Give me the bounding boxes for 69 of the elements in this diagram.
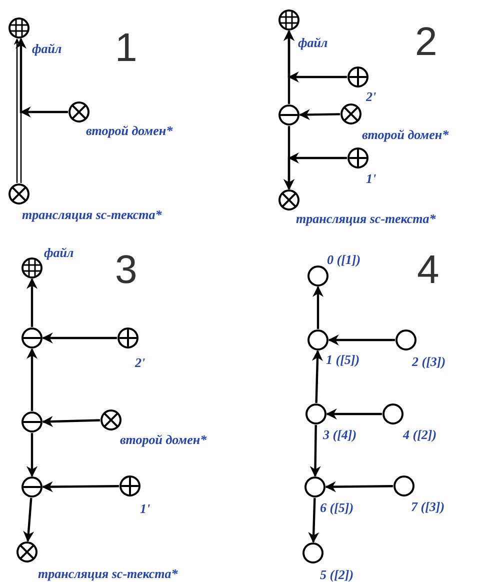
node-label: второй домен* <box>86 124 173 137</box>
grid-circle-node <box>21 257 43 279</box>
arrow <box>42 332 117 344</box>
node-label: трансляция sc-текста* <box>38 567 178 580</box>
arrow <box>16 38 68 118</box>
node-label: трансляция sc-текста* <box>296 212 436 225</box>
arrow <box>312 350 323 404</box>
panel-number: 1 <box>115 28 138 68</box>
node-label: 7 ([3]) <box>411 500 445 513</box>
arrow <box>284 152 347 190</box>
node-label: 2 ([3]) <box>412 355 446 368</box>
node-label: файл <box>44 246 74 259</box>
plus-circle-node <box>347 147 369 169</box>
arrow <box>324 481 394 492</box>
minus-circle-node <box>21 411 43 433</box>
node-label: 1' <box>366 172 376 185</box>
arrow <box>308 498 320 544</box>
arrow <box>26 433 38 478</box>
arrow <box>42 416 100 427</box>
grid-circle-node <box>278 9 300 31</box>
minus-circle-node <box>21 327 43 349</box>
arrow <box>42 481 120 492</box>
node-label: второй домен* <box>120 433 207 446</box>
circle-node <box>307 265 329 287</box>
arrow <box>310 424 321 478</box>
panel-number: 2 <box>415 22 438 62</box>
arrow <box>23 498 34 542</box>
node-label: 6 ([5]) <box>320 501 354 514</box>
cross-circle-node <box>100 409 122 431</box>
cross-circle-node <box>278 189 300 211</box>
cross-circle-node <box>68 101 90 123</box>
arrow <box>26 278 38 327</box>
circle-node <box>304 476 326 498</box>
plus-circle-node <box>347 66 369 88</box>
node-label: трансляция sc-текста* <box>22 208 162 221</box>
node-label: 5 ([2]) <box>320 568 354 581</box>
node-label: 1' <box>140 502 150 515</box>
circle-node <box>382 403 404 425</box>
cross-circle-node <box>340 103 362 125</box>
node-label: 2' <box>366 90 376 103</box>
node-label: второй домен* <box>362 128 449 141</box>
circle-node <box>393 475 415 497</box>
circle-node <box>302 542 324 564</box>
panel-number: 4 <box>417 250 440 290</box>
minus-circle-node <box>278 104 300 126</box>
node-label: 2' <box>135 356 146 369</box>
node-label: файл <box>32 42 62 55</box>
arrow <box>14 38 22 184</box>
cross-circle-node <box>16 541 38 563</box>
cross-circle-node <box>8 183 30 205</box>
arrow <box>26 348 38 411</box>
node-label: 1 ([5]) <box>326 353 360 366</box>
plus-circle-node <box>119 475 141 497</box>
grid-circle-node <box>8 17 30 39</box>
plus-circle-node <box>117 327 139 349</box>
arrow <box>312 286 324 329</box>
arrow <box>298 109 340 120</box>
node-label: 4 ([2]) <box>403 428 437 441</box>
arrow <box>326 408 382 420</box>
node-label: 0 ([1]) <box>327 253 361 266</box>
node-label: 3 ([4]) <box>323 428 357 441</box>
panel-number: 3 <box>115 250 138 290</box>
minus-circle-node <box>21 476 43 498</box>
circle-node <box>395 329 417 351</box>
circle-node <box>305 403 327 425</box>
arrow <box>328 334 395 346</box>
arrow <box>284 30 347 82</box>
circle-node <box>307 329 329 351</box>
node-label: файл <box>298 36 328 49</box>
